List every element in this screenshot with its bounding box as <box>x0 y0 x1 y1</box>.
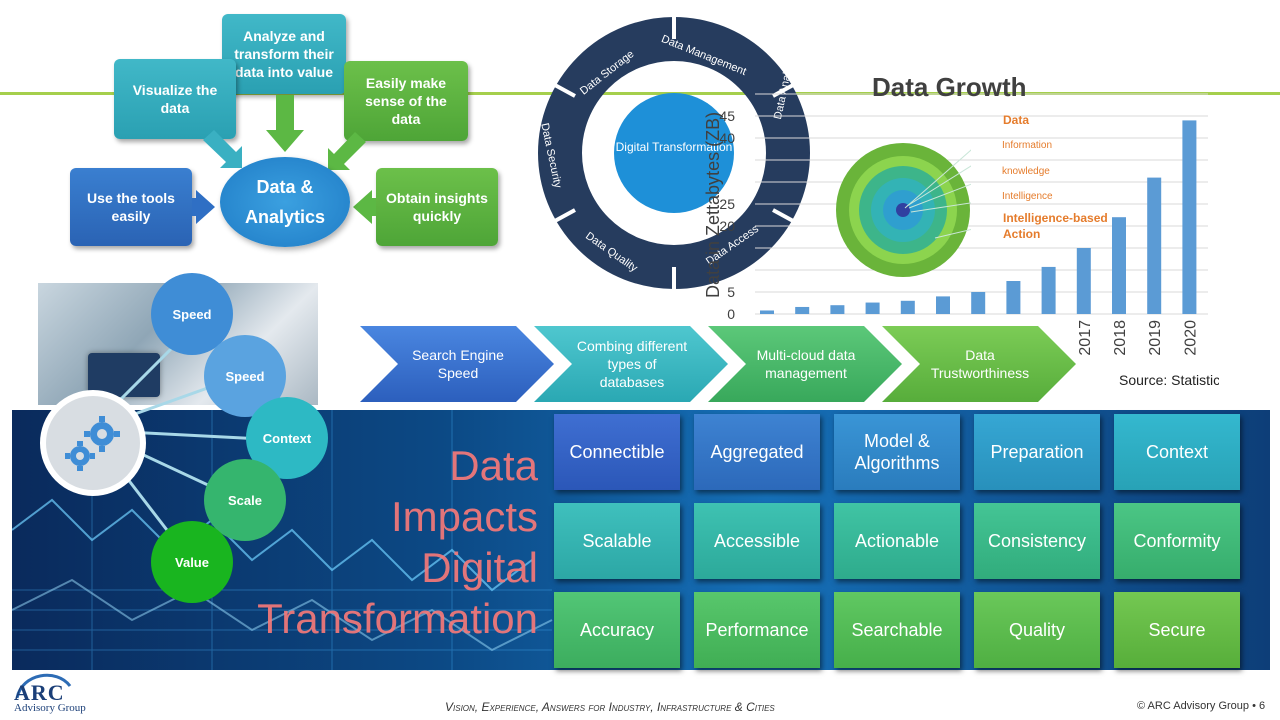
chevron-shape-4 <box>882 326 1076 402</box>
analyze-label: Analyze and transform their data into va… <box>234 28 334 80</box>
bubble-value: Value <box>151 521 233 603</box>
footer-tagline: Vision, Experience, Answers for Industry… <box>445 700 775 714</box>
tile-quality: Quality <box>974 592 1100 668</box>
tile-aggregated: Aggregated <box>694 414 820 490</box>
insights-box: Obtain insights quickly <box>376 168 498 246</box>
sense-box: Easily make sense of the data <box>344 61 468 141</box>
tablet-image <box>88 353 160 397</box>
tile-accessible: Accessible <box>694 503 820 579</box>
chart-gridlines <box>755 93 1208 315</box>
chart-y-ticks: 0 5 20 25 40 45 <box>719 108 735 322</box>
chart-y-tick: 40 <box>719 130 735 146</box>
chart-bar <box>1147 177 1162 314</box>
tile-context: Context <box>1114 414 1240 490</box>
tools-box: Use the tools easily <box>70 168 192 246</box>
chart-bars <box>760 120 1197 315</box>
hub-label: Data & Analytics <box>244 177 326 227</box>
chevron-combining-databases: Combing different types of databases <box>576 338 688 390</box>
tile-preparation: Preparation <box>974 414 1100 490</box>
header-divider-line <box>0 92 1280 95</box>
bubble-speed-1: Speed <box>151 273 233 355</box>
visualize-box: Visualize the data <box>114 59 236 139</box>
chart-y-tick: 25 <box>719 196 735 212</box>
funnel-label-action: Intelligence-based Action <box>1003 211 1108 241</box>
bubble-scale: Scale <box>204 459 286 541</box>
tile-searchable: Searchable <box>834 592 960 668</box>
visualize-label: Visualize the data <box>132 82 218 116</box>
chart-source: Source: Statistic <box>1119 372 1219 388</box>
chevron-shape-2 <box>534 326 728 402</box>
chart-bar <box>1076 248 1091 314</box>
chevron-flow <box>360 326 1076 402</box>
chart-bar <box>830 305 845 314</box>
tile-conformity: Conformity <box>1114 503 1240 579</box>
gears-icon <box>65 416 120 471</box>
footer-copyright: © ARC Advisory Group • 6 <box>1137 700 1266 712</box>
chart-x-tick: 2018 <box>1112 320 1129 356</box>
funnel-label-knowledge: knowledge <box>1002 166 1050 177</box>
chart-y-tick: 45 <box>719 108 735 124</box>
chart-y-tick: 5 <box>727 284 735 300</box>
arc-logo: ARC <box>14 680 65 705</box>
tile-scalable: Scalable <box>554 503 680 579</box>
banner-title-line: Impacts <box>390 493 538 540</box>
chevron-shape-1 <box>360 326 554 402</box>
chart-x-tick: 2020 <box>1182 320 1199 356</box>
chart-x-tick: 2017 <box>1077 320 1094 356</box>
chart-y-tick: 20 <box>719 218 735 234</box>
tile-accuracy: Accuracy <box>554 592 680 668</box>
tile-actionable: Actionable <box>834 503 960 579</box>
chevron-search-engine-speed: Search Engine Speed <box>412 347 504 381</box>
banner-title: Data Impacts Digital Transformation <box>257 440 538 644</box>
tile-connectible: Connectible <box>554 414 680 490</box>
ring-center-circle <box>614 93 734 213</box>
chart-x-tick: 2019 <box>1147 320 1164 356</box>
sense-label: Easily make sense of the data <box>365 75 447 127</box>
chart-bar <box>1006 281 1021 314</box>
arrow-diagonal-icon <box>328 132 366 170</box>
banner-title-line: Digital <box>421 544 538 591</box>
gear-hub <box>40 390 146 496</box>
chart-bar <box>971 292 986 314</box>
arc-logo-subtitle: Advisory Group <box>14 702 86 714</box>
chart-bar <box>760 310 774 314</box>
funnel-label-information: Information <box>1002 140 1053 151</box>
banner-title-line: Data <box>449 442 538 489</box>
arrow-down-icon <box>266 95 304 152</box>
chart-bar <box>1182 120 1197 315</box>
data-growth-chart: 0 5 20 25 40 45 2017 2018 2019 2020 <box>719 93 1208 356</box>
arrow-diagonal-icon <box>203 130 242 168</box>
chevron-trustworthiness: Data Trustworthiness <box>930 347 1030 381</box>
chart-bar <box>936 296 950 314</box>
banner-title-line: Transformation <box>257 595 538 642</box>
analytics-arrows <box>192 95 376 224</box>
tile-secure: Secure <box>1114 592 1240 668</box>
tools-label: Use the tools easily <box>87 190 175 224</box>
chevron-shape-3 <box>708 326 902 402</box>
data-target-icon <box>836 143 971 277</box>
arrow-right-icon <box>192 190 215 224</box>
chart-y-tick: 0 <box>727 306 735 322</box>
insights-label: Obtain insights quickly <box>386 190 488 224</box>
tile-model-algorithms: Model & Algorithms <box>834 414 960 490</box>
analyze-box: Analyze and transform their data into va… <box>222 14 346 94</box>
arrow-left-icon <box>353 190 376 224</box>
chart-bar <box>865 302 880 314</box>
tile-consistency: Consistency <box>974 503 1100 579</box>
chart-y-axis-label: Data in Zettabytes (ZB) <box>703 111 723 298</box>
chart-bar <box>1041 266 1056 314</box>
ring-center-label: Digital Transformation <box>615 140 733 154</box>
arc-logo-swoosh <box>15 673 72 699</box>
data-analytics-hub: Data & Analytics <box>220 157 350 247</box>
funnel-label-intelligence: Intelligence <box>1002 191 1053 202</box>
tile-performance: Performance <box>694 592 820 668</box>
chart-bar <box>795 306 810 314</box>
chart-title: Data Growth <box>872 72 1027 102</box>
chart-x-ticks: 2017 2018 2019 2020 <box>1077 320 1200 356</box>
chart-bar <box>1112 217 1126 314</box>
chevron-multi-cloud: Multi-cloud data management <box>756 347 856 381</box>
funnel-label-data: Data <box>1003 113 1030 127</box>
chart-bar <box>900 300 915 314</box>
digital-transformation-ring <box>538 14 810 292</box>
